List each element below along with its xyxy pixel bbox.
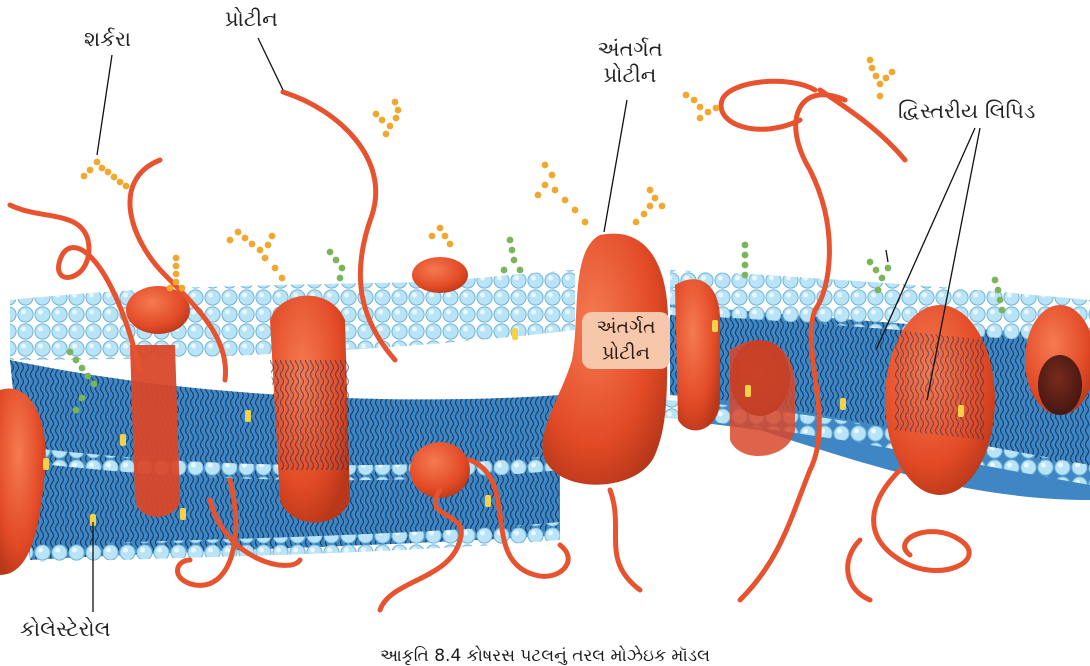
label-sugar: શર્કરા [84,26,131,52]
label-cholesterol: કોલેસ્ટેરોલ [20,616,111,642]
label-integral-protein-top: અંતર્ગત પ્રોટીન [575,36,685,89]
figure-caption: આકૃતિ 8.4 કોષરસ પટલનું તરલ મોઝેઇક મૉડલ [0,646,1090,666]
protein-right-1 [675,279,720,430]
protein-small-top [412,257,468,293]
green-chain-2 [327,249,346,282]
label-lipid-bilayer: દ્વિસ્તરીય લિપિડ [898,98,1035,124]
sugar-chain-7 [683,92,720,122]
strand-right-top-2 [820,90,905,160]
label-integral-protein-inner-line2: પ્રોટીન [586,341,666,367]
label-integral-protein-inner-line1: અંતર્ગત [586,315,666,341]
sugar-chain-3 [227,229,286,282]
sugar-chain-1 [81,159,130,190]
sugar-chain-5 [535,162,589,226]
strand-bottom-right-center [610,490,640,590]
protein-right-edge-dark [1038,355,1082,415]
label-integral-protein-inner: અંતર્ગત પ્રોટીન [582,312,670,369]
label-protein: પ્રોટીન [225,6,278,32]
leader-small-tick [886,250,888,262]
green-chain-4 [742,242,749,279]
leader-integral-protein [604,100,627,232]
protein-right-3-stripes [895,330,985,440]
label-integral-protein-top-line2: પ્રોટીન [575,62,685,88]
sugar-chain-9 [429,225,454,248]
sugar-chains [81,57,896,292]
protein-left-column [130,345,180,517]
sugar-chain-8 [867,57,896,100]
leader-protein [258,38,283,90]
protein-right-2-body [730,340,795,456]
green-chain-3 [501,237,524,274]
protein-center-left-stripes [270,360,350,470]
label-integral-protein-top-line1: અંતર્ગત [575,36,685,62]
sugar-chain-2 [373,99,402,138]
sugar-chain-6 [633,187,666,226]
leader-sugar [97,55,112,155]
strand-bottom-right-tail [848,540,870,600]
